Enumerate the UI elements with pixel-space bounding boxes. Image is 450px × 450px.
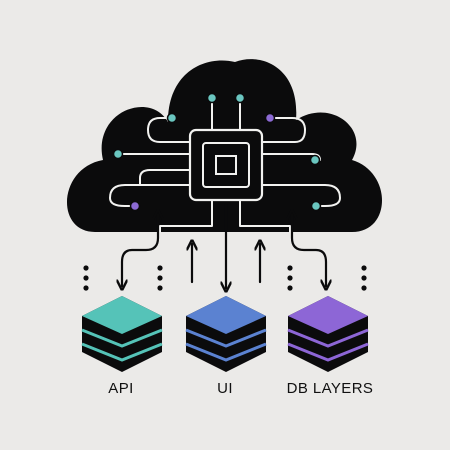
stack-ui-top (186, 296, 266, 334)
trace-left-4 (109, 184, 191, 207)
stack-db-band-1 (287, 328, 369, 348)
circuit-nodes (112, 92, 322, 212)
connection-arrows (122, 202, 326, 288)
trace-right-3 (261, 184, 341, 207)
processor-chip-icon (188, 128, 264, 202)
stack-api-top (82, 296, 162, 334)
arrow-api-down (122, 214, 158, 286)
stack-ui-band-1 (185, 328, 267, 348)
dots-left (83, 265, 89, 291)
dot-columns (83, 265, 367, 291)
dots-center-right (287, 265, 293, 291)
arrow-db-down (292, 214, 326, 286)
stack-ui-band-2 (185, 342, 267, 362)
stack-api-band-2 (81, 342, 163, 362)
node-right-a (264, 112, 276, 124)
stack-ui (185, 296, 267, 372)
label-db-layers: DB LAYERS (287, 380, 374, 397)
stack-db (287, 296, 369, 372)
label-ui: UI (217, 380, 233, 397)
node-top-left (206, 92, 218, 104)
stack-db-band-2 (287, 342, 369, 362)
dots-center-left (157, 265, 163, 291)
label-api: API (108, 380, 133, 397)
trace-left-3 (139, 169, 191, 185)
trace-right-1 (261, 117, 306, 143)
node-left-a (166, 112, 178, 124)
circuit-traces (109, 99, 341, 233)
stack-api (81, 296, 163, 372)
node-right-b (309, 154, 321, 166)
node-left-c (129, 200, 141, 212)
stack-db-top (288, 296, 368, 334)
node-left-b (112, 148, 124, 160)
stack-api-band-1 (81, 328, 163, 348)
dots-right (361, 265, 367, 291)
node-top-right (234, 92, 246, 104)
node-right-c (310, 200, 322, 212)
trace-left-1 (147, 117, 191, 143)
